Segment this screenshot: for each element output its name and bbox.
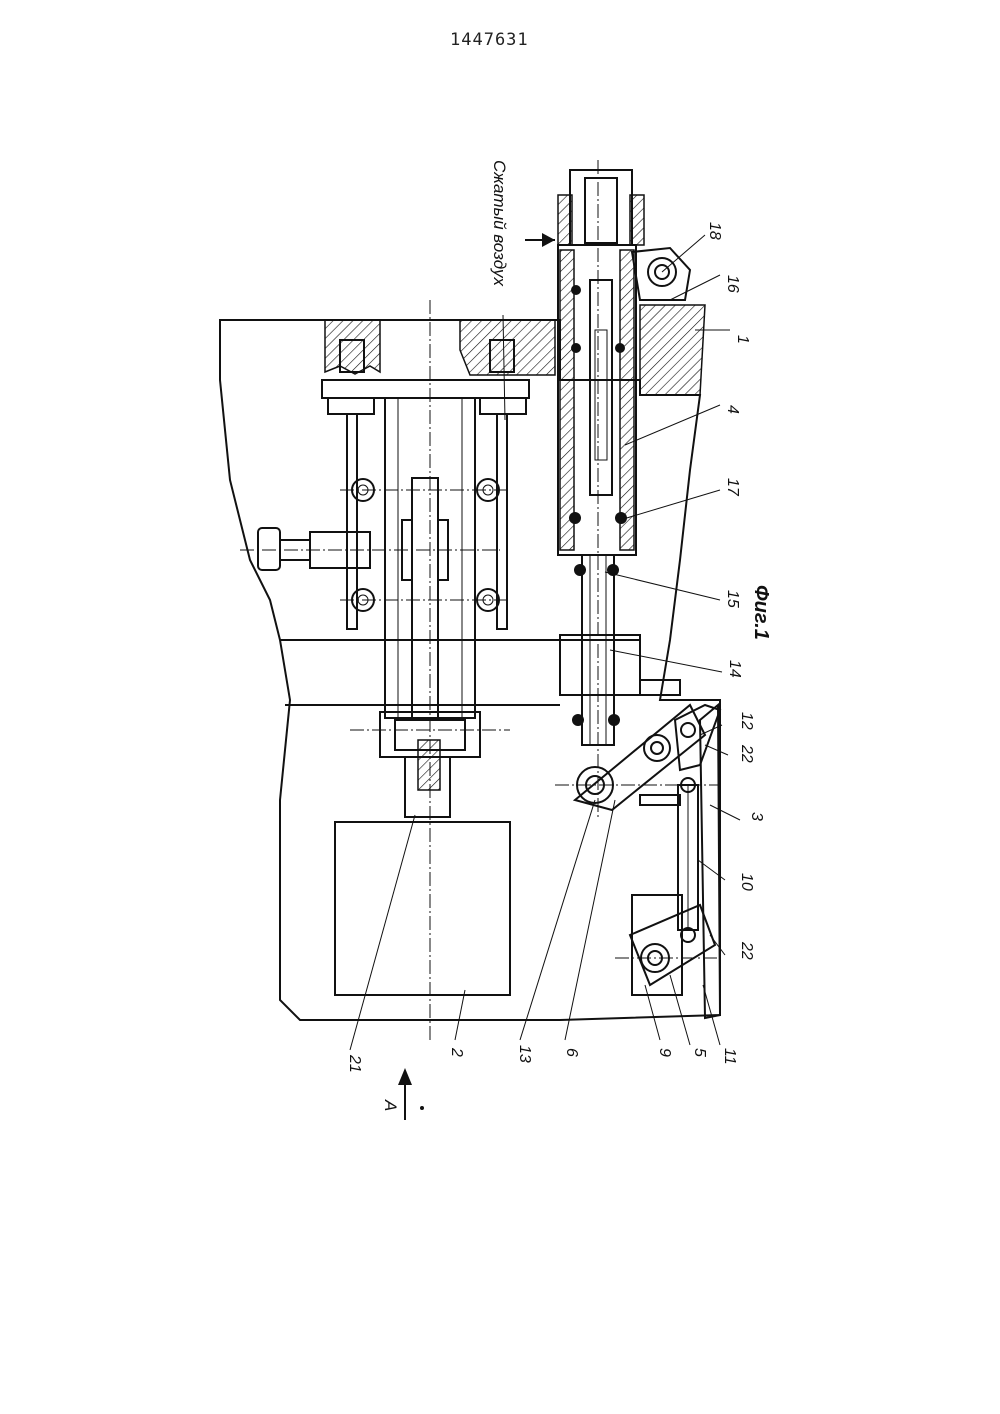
compressed-air-label: Сжатый воздух [490, 160, 509, 286]
figure-caption: Фиг.1 [750, 585, 772, 640]
callout-21: 21 [346, 1054, 363, 1073]
view-label-a: A [381, 1099, 400, 1111]
mounting-plate [322, 380, 529, 629]
callout-5: 5 [691, 1048, 708, 1057]
pneumatic-cylinder [558, 160, 644, 820]
callout-18: 18 [706, 222, 723, 240]
callout-15: 15 [724, 590, 741, 608]
callout-3: 3 [748, 812, 765, 821]
adjustment-knob [258, 528, 370, 570]
callout-13: 13 [516, 1045, 533, 1063]
air-inlet-arrow [525, 233, 555, 247]
callout-10: 10 [738, 873, 755, 891]
callout-6: 6 [563, 1048, 580, 1057]
bolt-nuts [340, 479, 510, 611]
callout-14: 14 [726, 660, 743, 678]
callout-4: 4 [724, 405, 741, 414]
callout-1: 1 [734, 335, 751, 344]
view-arrow-a [398, 1068, 424, 1120]
plate-3 [700, 705, 720, 1018]
block-2 [335, 822, 510, 995]
seal-rings [569, 285, 627, 726]
bracket-1 [632, 248, 705, 395]
callout-17: 17 [724, 478, 741, 497]
frame-outline [220, 320, 720, 1020]
callout-2: 2 [448, 1047, 465, 1057]
callout-16: 16 [724, 275, 741, 293]
housing-hatched-section [325, 320, 555, 375]
callout-11: 11 [721, 1048, 738, 1065]
callout-12: 12 [738, 712, 755, 730]
lower-guide [560, 635, 682, 995]
callout-9: 9 [656, 1048, 673, 1057]
callout-22-lower: 22 [738, 941, 755, 960]
callout-22-upper: 22 [738, 744, 755, 763]
